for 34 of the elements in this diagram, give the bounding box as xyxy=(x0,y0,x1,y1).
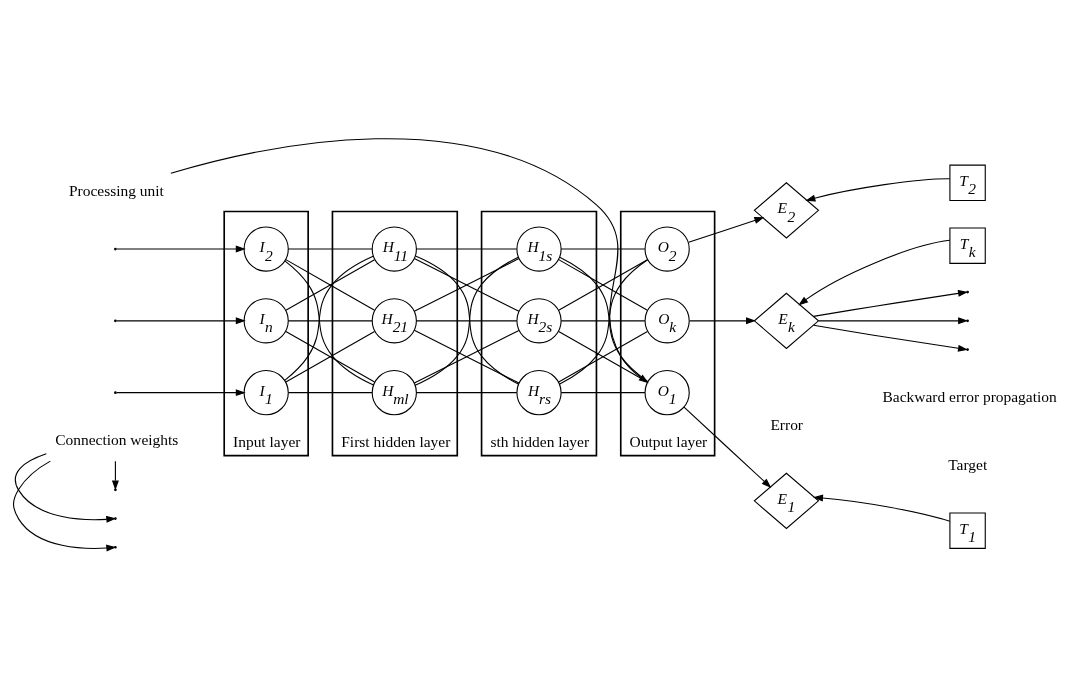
connector xyxy=(558,259,648,311)
connector xyxy=(287,392,373,394)
arrow xyxy=(12,460,117,552)
connector xyxy=(285,259,376,311)
connector xyxy=(560,392,646,394)
connector xyxy=(413,258,520,312)
label: Error xyxy=(770,415,804,433)
connector xyxy=(287,248,373,250)
arrow xyxy=(111,460,119,491)
connector xyxy=(287,320,373,322)
arrow xyxy=(116,245,246,253)
arrow xyxy=(688,217,765,243)
connector xyxy=(415,320,518,322)
arrow xyxy=(813,494,951,522)
connector xyxy=(415,392,518,394)
connector xyxy=(413,329,520,384)
arrow xyxy=(116,389,246,397)
node-text: Connection weights xyxy=(55,431,179,449)
arrow xyxy=(813,324,968,352)
arrow xyxy=(689,317,756,325)
arrow xyxy=(683,406,772,488)
arrow xyxy=(805,178,951,202)
node-text: Processing unit xyxy=(69,181,164,199)
arrow xyxy=(116,317,246,325)
arrow xyxy=(798,239,951,306)
connector xyxy=(285,330,376,383)
connector xyxy=(560,248,646,250)
label: Backward error propagation xyxy=(882,388,1057,406)
label: Target xyxy=(948,455,988,473)
connector xyxy=(415,248,518,250)
arrow xyxy=(813,289,968,317)
connector xyxy=(560,320,646,322)
arrow xyxy=(14,453,117,523)
arrow xyxy=(818,317,969,325)
